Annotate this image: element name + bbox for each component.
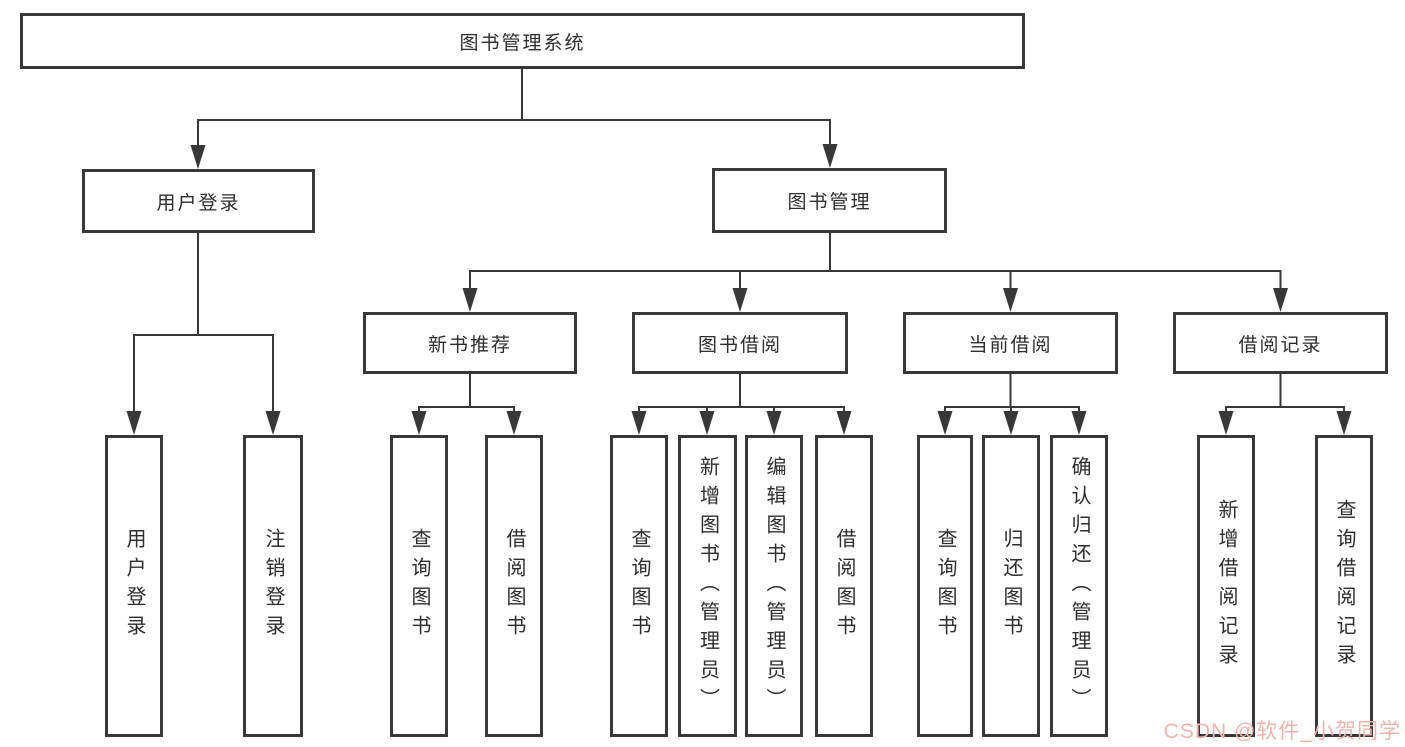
node-label: 当前借阅 — [968, 334, 1053, 356]
arrowheads — [126, 144, 1352, 435]
node-label: 查询图书 — [934, 528, 956, 644]
node-user-login: 用户登录 — [82, 169, 315, 233]
node-label: 查询借阅记录 — [1333, 499, 1355, 673]
node-book-borrowing: 图书借阅 — [632, 312, 848, 374]
node-leaf-borrow-books-2: 借阅图书 — [815, 435, 873, 737]
node-label: 图书管理系统 — [459, 32, 586, 54]
node-label: 用户登录 — [156, 192, 241, 214]
node-leaf-confirm-return-admin: 确认归还（管理员） — [1050, 435, 1108, 737]
node-label: 用户登录 — [123, 528, 145, 644]
node-leaf-edit-books-admin: 编辑图书（管理员） — [745, 435, 803, 737]
node-label: 注销登录 — [262, 528, 284, 644]
node-leaf-query-books-1: 查询图书 — [390, 435, 448, 737]
node-label: 新增图书（管理员） — [696, 455, 719, 717]
node-new-book-recommendation: 新书推荐 — [363, 312, 577, 374]
node-label: 新增借阅记录 — [1215, 499, 1237, 673]
node-borrowing-records: 借阅记录 — [1173, 312, 1388, 374]
node-label: 图书管理 — [787, 192, 872, 213]
node-label: 归还图书 — [1000, 528, 1022, 644]
node-label: 确认归还（管理员） — [1068, 455, 1090, 717]
node-label: 查询图书 — [628, 528, 650, 644]
watermark-text: CSDN @软件_小贺同学 — [1163, 720, 1401, 743]
node-label: 图书借阅 — [697, 334, 782, 356]
node-leaf-query-books-2: 查询图书 — [610, 435, 668, 737]
node-leaf-add-borrow-record: 新增借阅记录 — [1197, 435, 1255, 737]
node-leaf-return-books: 归还图书 — [982, 435, 1040, 737]
node-leaf-add-books-admin: 新增图书（管理员） — [678, 435, 737, 737]
node-label: 编辑图书（管理员） — [763, 455, 785, 717]
node-leaf-borrow-books-1: 借阅图书 — [485, 435, 543, 737]
node-label: 新书推荐 — [427, 334, 512, 356]
node-label: 借阅图书 — [833, 528, 855, 644]
node-leaf-logout: 注销登录 — [243, 435, 303, 737]
node-book-management: 图书管理 — [712, 168, 947, 233]
node-label: 借阅记录 — [1238, 334, 1323, 356]
node-leaf-query-borrow-record: 查询借阅记录 — [1315, 435, 1373, 737]
node-label: 借阅图书 — [503, 528, 525, 644]
node-current-borrowing: 当前借阅 — [903, 312, 1118, 374]
node-library-management-system: 图书管理系统 — [20, 13, 1025, 69]
node-label: 查询图书 — [408, 528, 430, 644]
node-leaf-query-books-3: 查询图书 — [917, 435, 973, 737]
node-leaf-user-login: 用户登录 — [105, 435, 163, 737]
